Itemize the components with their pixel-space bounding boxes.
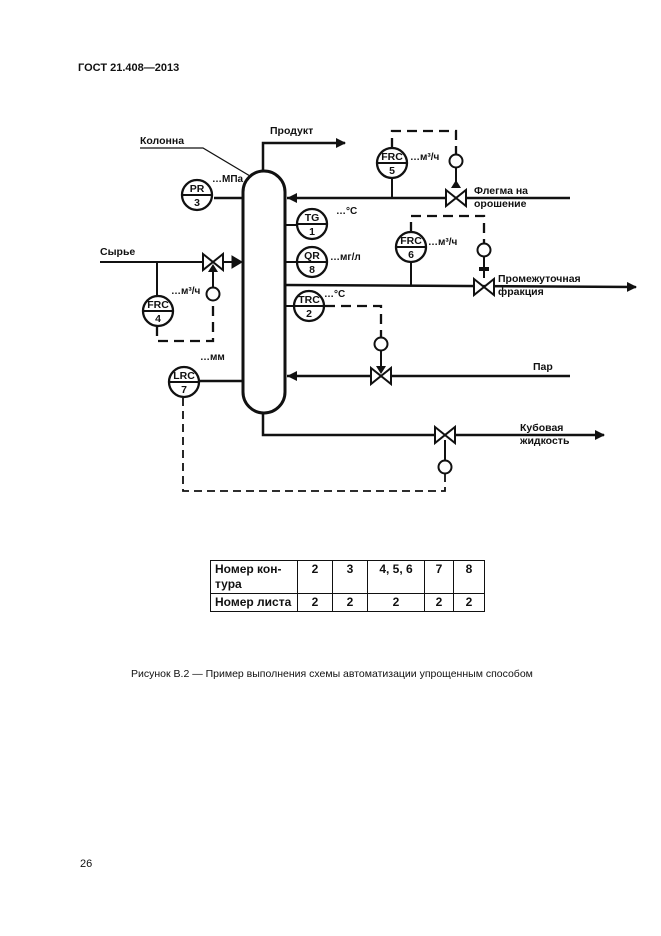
label-bottoms-2: жидкость (519, 435, 570, 447)
valve-bottoms (434, 424, 456, 446)
contour-sheet-table: Номер кон-тура 2 3 4, 5, 6 7 8 Номер лис… (210, 560, 485, 612)
table-cell: 4, 5, 6 (367, 560, 425, 594)
table-cell: 2 (332, 593, 368, 612)
intermediate-fraction-line (284, 281, 637, 292)
table-row: Номер кон-тура 2 3 4, 5, 6 7 8 (210, 560, 485, 594)
frc5-signal-dashed (390, 129, 458, 154)
instrument-frc4: FRC 4 …м³/ч (141, 286, 201, 328)
label-reflux-1: Флегма на (474, 185, 528, 197)
label-reflux-2: орошение (474, 198, 527, 210)
table-cell: 2 (297, 593, 333, 612)
frc4-signal-dashed (155, 301, 215, 343)
instrument-tag: QR (304, 250, 320, 262)
label-product: Продукт (270, 125, 313, 137)
frc6-signal-dashed (409, 214, 486, 243)
instrument-tag: FRC (147, 299, 169, 311)
instrument-tag: PR (190, 183, 205, 195)
instrument-number: 5 (389, 165, 395, 177)
instrument-qr8: QR 8 …мг/л (295, 245, 361, 279)
column-leader-line (140, 147, 251, 177)
instrument-number: 1 (309, 226, 315, 238)
instrument-unit: …мм (200, 352, 225, 363)
actuator-intermediate (476, 242, 492, 258)
table-row: Номер листа 2 2 2 2 2 (210, 593, 485, 612)
instrument-tag: LRC (173, 370, 195, 382)
instrument-tag: FRC (381, 151, 403, 163)
bottoms-line (261, 413, 605, 440)
table-cell: 2 (424, 593, 454, 612)
table-cell: 8 (453, 560, 485, 594)
table-cell: 2 (453, 593, 485, 612)
label-intermediate-1: Промежуточная (498, 273, 581, 285)
instrument-unit: …°C (336, 206, 357, 217)
instrument-number: 8 (309, 264, 315, 276)
column-vessel (241, 169, 287, 415)
trc2-signal-dashed (325, 304, 383, 337)
instrument-pr3: PR 3 …МПа (180, 174, 244, 212)
actuator-feed (205, 286, 221, 302)
figure-caption: Рисунок В.2 — Пример выполнения схемы ав… (131, 668, 533, 680)
instrument-frc6: FRC 6 …м³/ч (394, 230, 458, 264)
label-intermediate-2: фракция (498, 286, 544, 298)
valve-steam (370, 365, 392, 387)
table-cell: 2 (297, 560, 333, 594)
actuator-bottoms (437, 459, 453, 475)
label-bottoms-1: Кубовая (520, 422, 563, 434)
instrument-trc2: TRC 2 …°C (292, 289, 345, 323)
instrument-unit: …м³/ч (428, 237, 458, 248)
instrument-frc5: FRC 5 …м³/ч (375, 146, 440, 180)
table-cell: 3 (332, 560, 368, 594)
page-number: 26 (80, 858, 93, 870)
instrument-number: 7 (181, 384, 187, 396)
actuator-steam (373, 336, 389, 352)
instrument-number: 6 (408, 249, 414, 261)
document-header: ГОСТ 21.408—2013 (78, 62, 180, 74)
valve-intermediate (473, 276, 495, 298)
lrc7-signal-dashed (182, 398, 446, 492)
label-steam: Пар (533, 361, 553, 373)
product-line (261, 138, 346, 171)
valve-feed (202, 251, 224, 273)
instrument-tag: FRC (400, 235, 422, 247)
instrument-number: 4 (155, 313, 161, 325)
row-header-contour: Номер кон-тура (210, 560, 298, 594)
instrument-unit: …МПа (212, 174, 244, 185)
label-column: Колонна (140, 135, 184, 147)
row-header-sheet: Номер листа (210, 593, 298, 612)
instrument-unit: …°C (324, 289, 345, 300)
actuator-reflux (448, 153, 464, 169)
instrument-unit: …м³/ч (171, 286, 201, 297)
instrument-unit: …м³/ч (410, 152, 440, 163)
table-cell: 2 (367, 593, 425, 612)
table-cell: 7 (424, 560, 454, 594)
instrument-tag: TRC (298, 294, 320, 306)
instrument-number: 3 (194, 197, 200, 209)
instrument-tg1: TG 1 …°C (295, 206, 357, 241)
instrument-unit: …мг/л (330, 252, 361, 263)
valve-reflux (445, 187, 467, 209)
instrument-number: 2 (306, 308, 312, 320)
instrument-tag: TG (305, 212, 320, 224)
label-feed: Сырье (100, 246, 135, 258)
instrument-lrc7: LRC 7 …мм (167, 352, 225, 399)
